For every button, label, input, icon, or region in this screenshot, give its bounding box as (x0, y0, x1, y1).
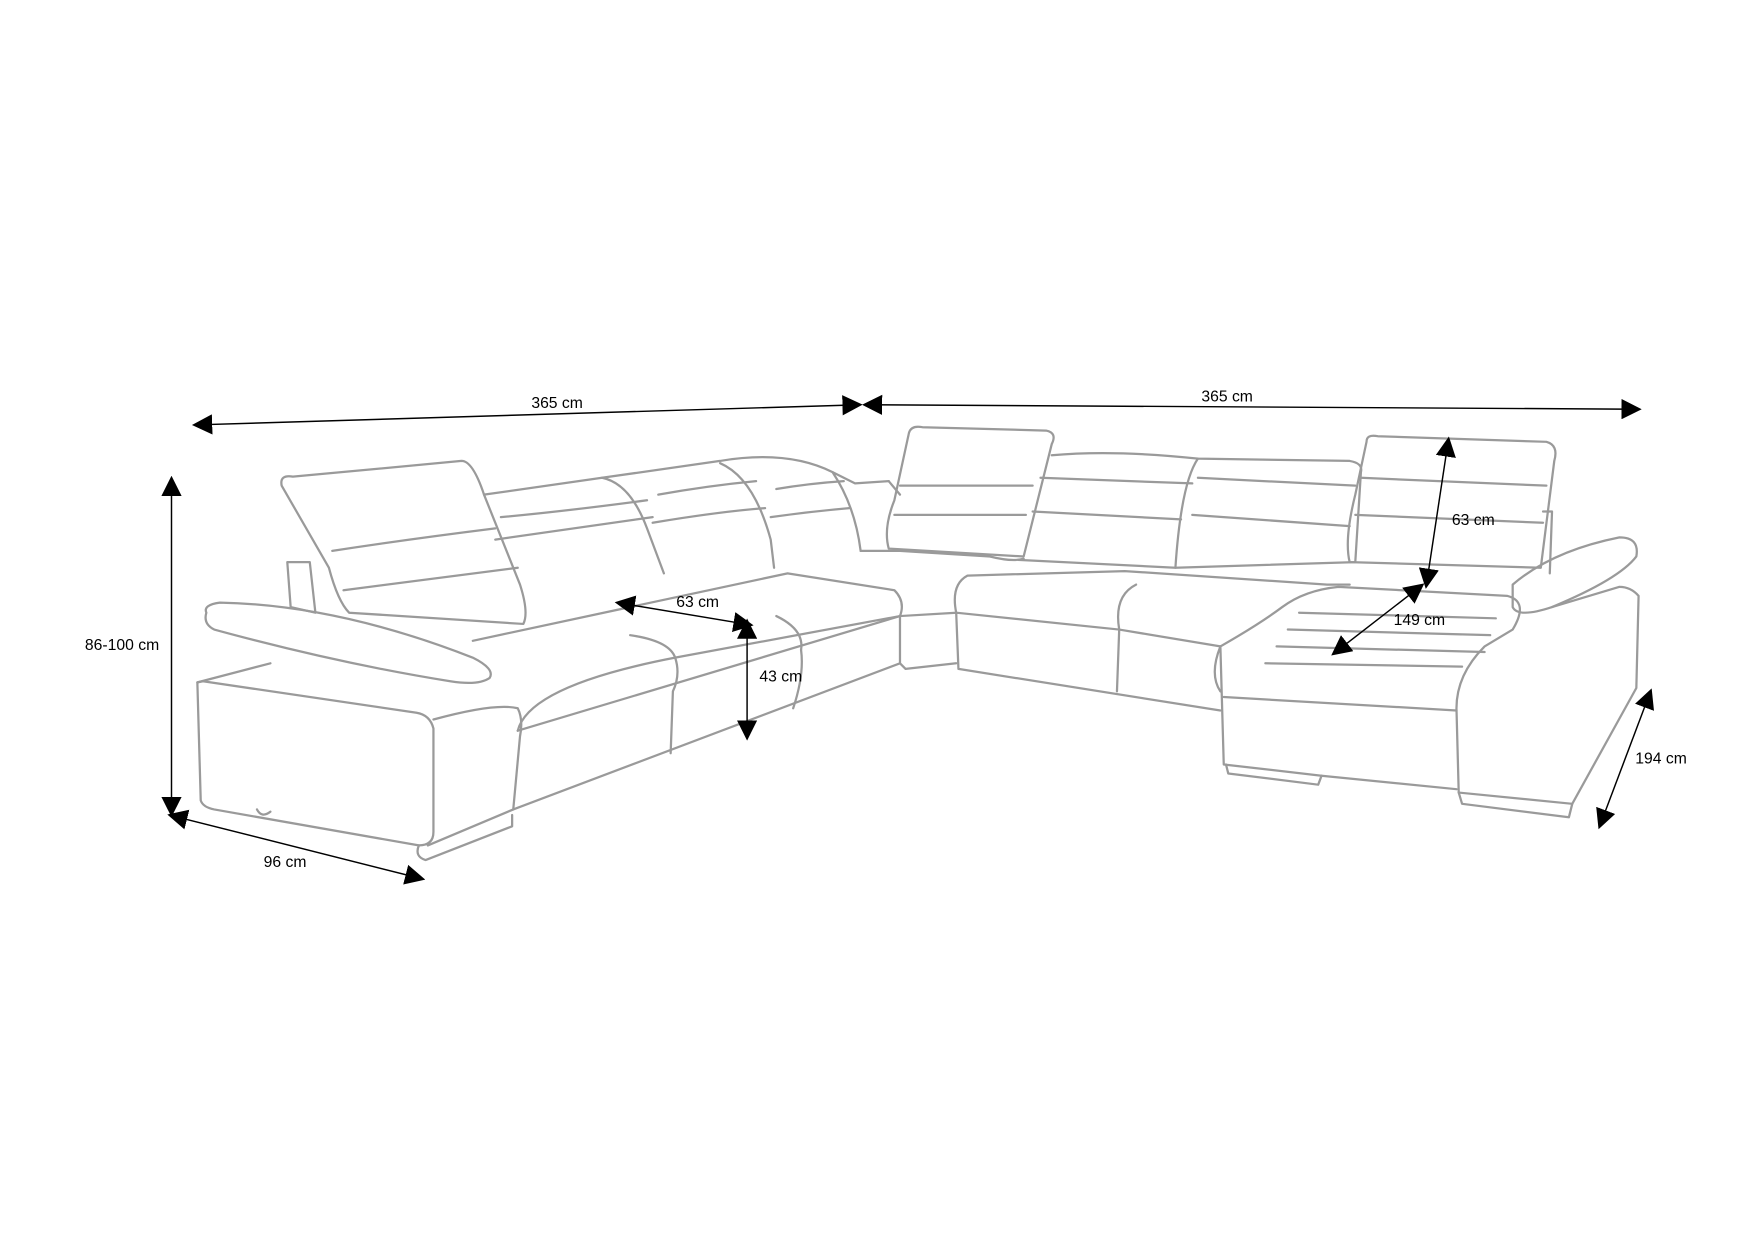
chaise (1219, 585, 1640, 805)
dim-arrow-seat-depth (614, 595, 754, 633)
label-backrest-height: 63 cm (1452, 512, 1495, 529)
dim-arrow-backrest-height (1418, 436, 1456, 589)
label-width-left: 365 cm (531, 395, 583, 412)
label-width-right: 365 cm (1201, 388, 1253, 405)
label-seat-depth: 63 cm (676, 594, 719, 611)
dimension-labels: 365 cm 365 cm 86-100 cm 96 cm 63 cm 43 c… (85, 388, 1687, 870)
left-headrest (280, 459, 527, 626)
corner-headrest (885, 425, 1055, 558)
dim-arrow-depth-left (167, 809, 426, 885)
label-depth-right: 194 cm (1635, 750, 1687, 767)
label-depth-left: 96 cm (264, 854, 307, 871)
dim-arrow-chaise-length (1331, 583, 1425, 656)
dimension-lines (161, 394, 1654, 885)
label-chaise-length: 149 cm (1394, 612, 1446, 629)
dim-arrow-width-left (191, 395, 863, 435)
left-arm (196, 680, 435, 847)
right-armrest-pad (1511, 536, 1638, 614)
label-height: 86-100 cm (85, 637, 159, 654)
dim-arrow-width-right (861, 394, 1642, 420)
left-armrest-pad (204, 601, 492, 685)
dim-arrow-depth-right (1596, 688, 1654, 830)
right-headrest (1346, 434, 1557, 569)
sofa-outline (196, 425, 1640, 862)
label-seat-height: 43 cm (759, 668, 802, 685)
